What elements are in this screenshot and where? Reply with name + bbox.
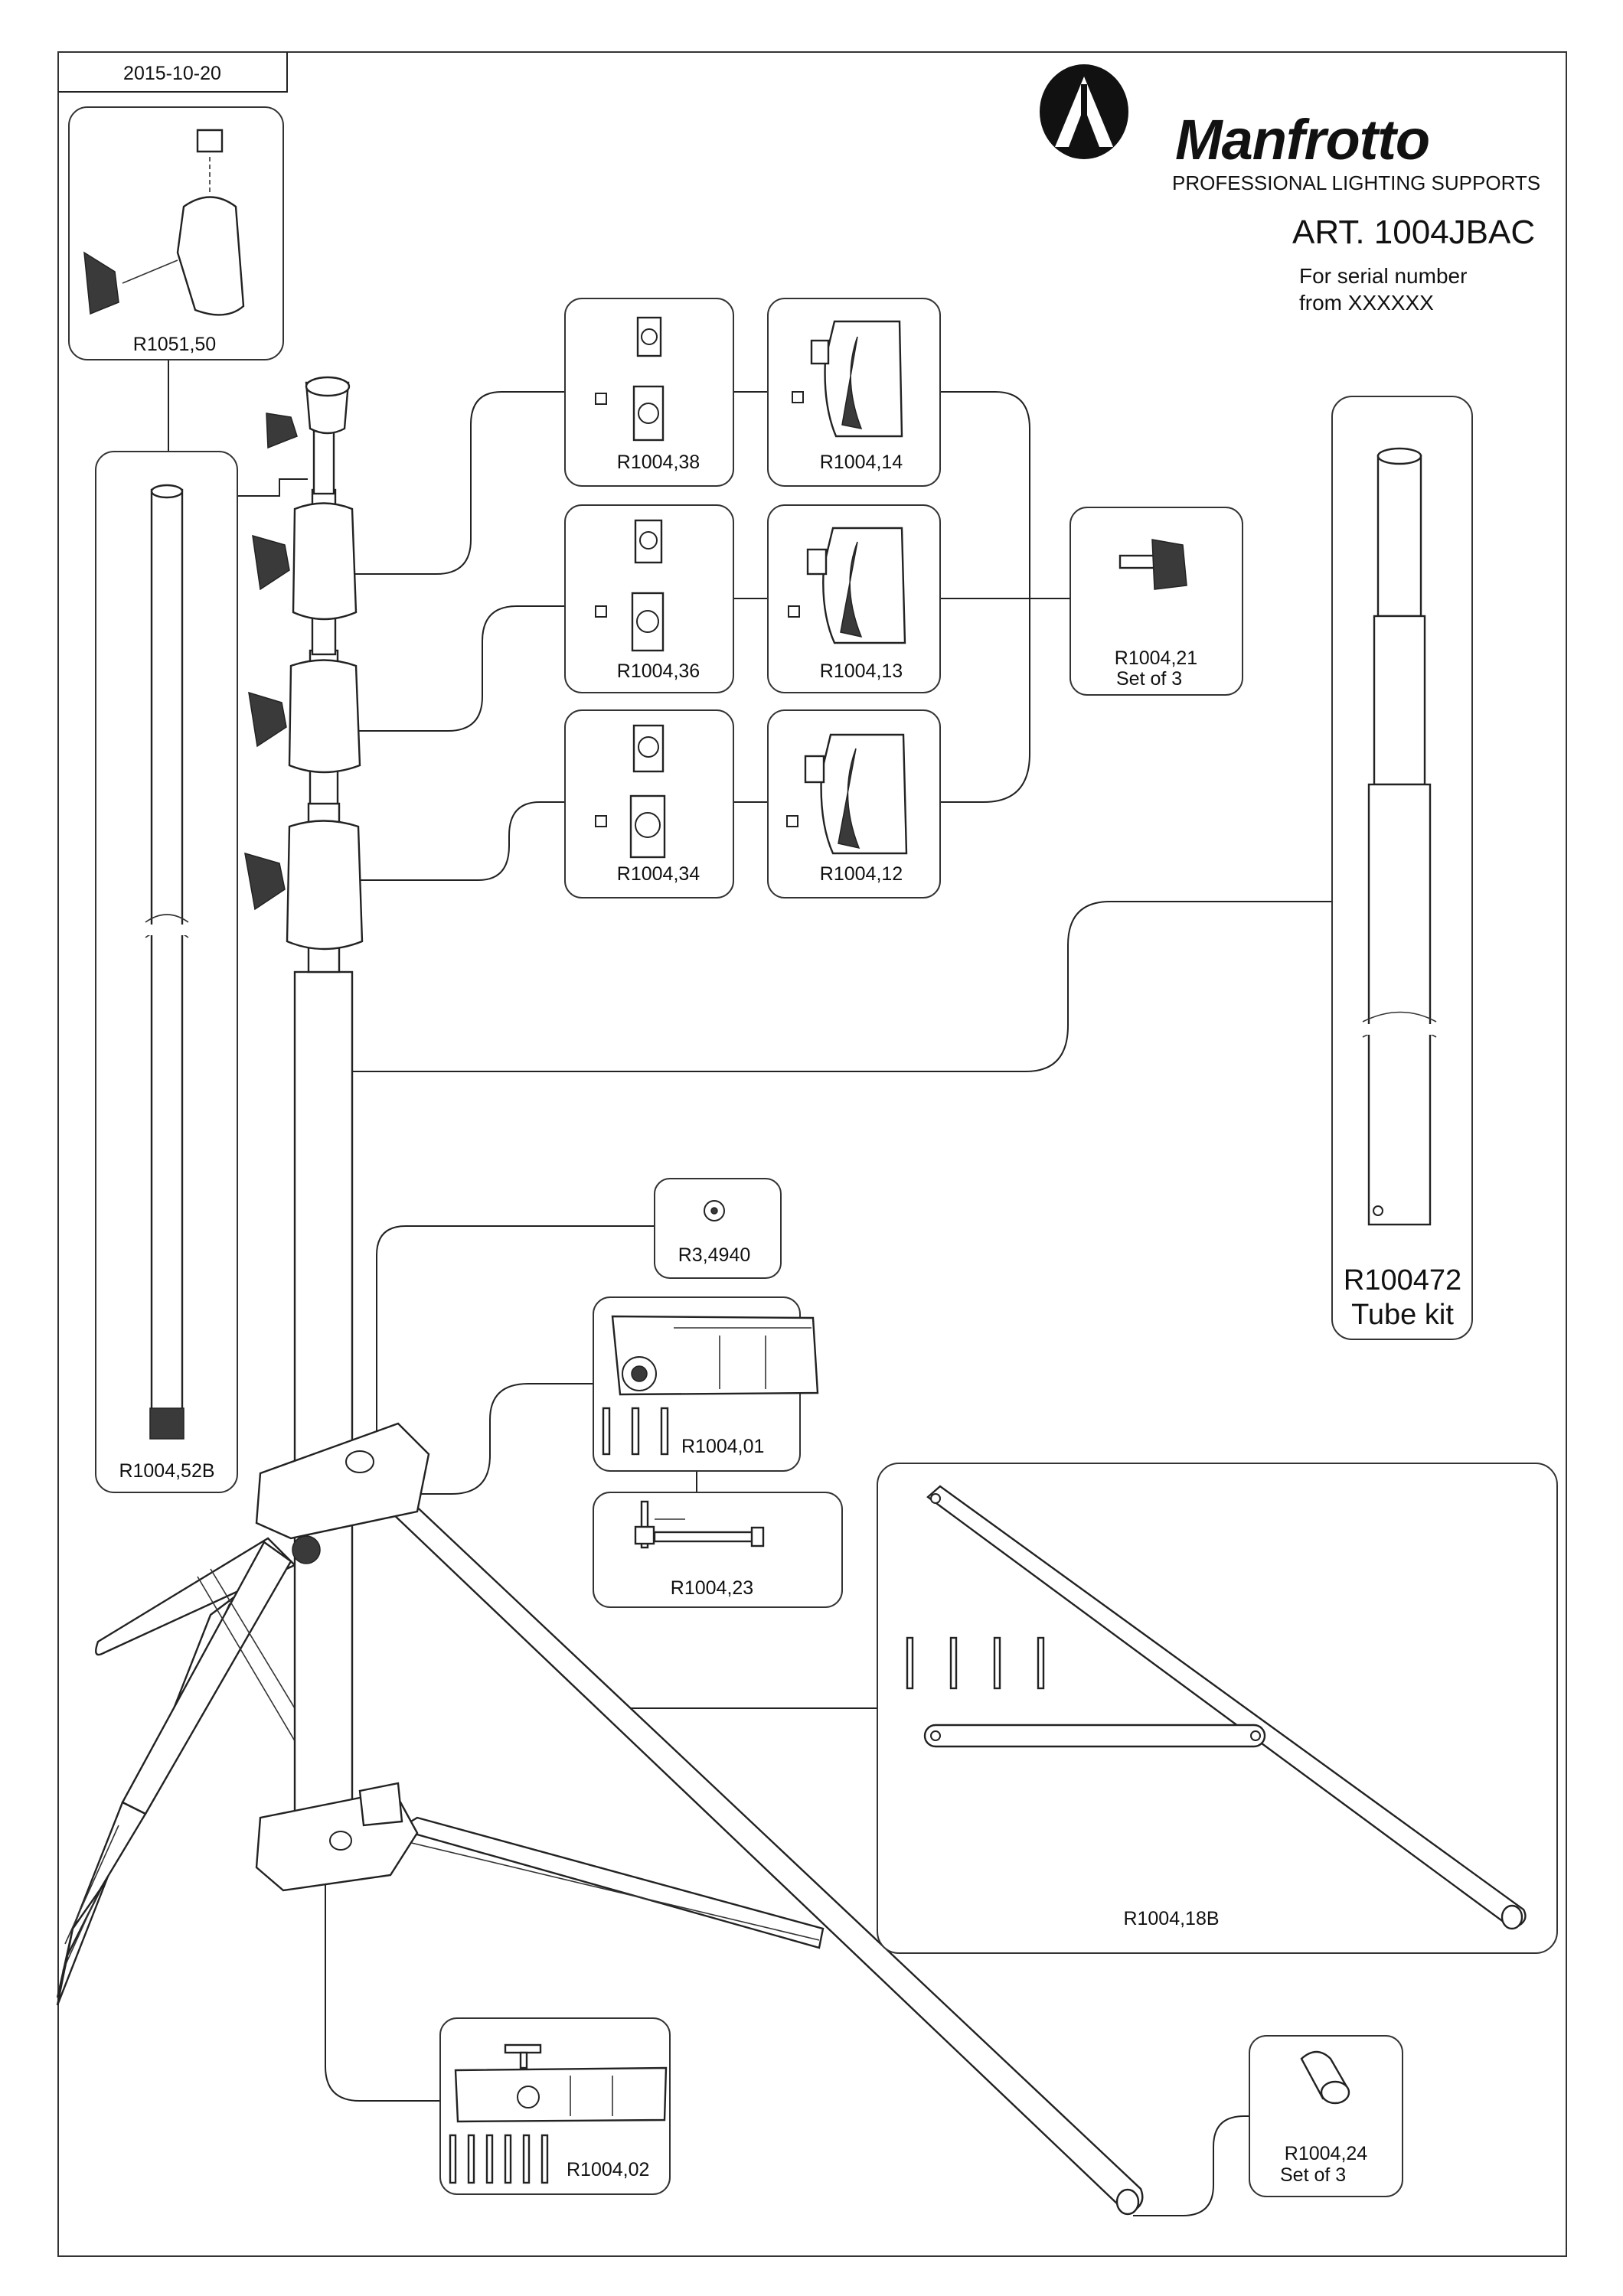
light-stand-illustration: [56, 376, 1144, 2216]
part-label-r1004-36: R1004,36: [617, 660, 700, 682]
part-box-r1004-36: R1004,36: [564, 504, 734, 693]
date-text: 2015-10-20: [123, 63, 221, 84]
part-box-r1004-14: R1004,14: [767, 298, 941, 487]
part-box-r1004-38: R1004,38: [564, 298, 734, 487]
part-box-r1004-21: R1004,21 Set of 3: [1069, 507, 1243, 696]
part-note-r1004-21: Set of 3: [1116, 668, 1182, 690]
part-label-r1004-13: R1004,13: [820, 660, 903, 682]
part-note-r1004-24: Set of 3: [1280, 2164, 1346, 2186]
brand-name: Manfrotto: [1175, 108, 1429, 171]
part-label-r1004-38: R1004,38: [617, 452, 700, 473]
part-box-r1004-12: R1004,12: [767, 709, 941, 899]
part-note-r100472: Tube kit: [1351, 1299, 1454, 1331]
part-box-r1004-52b: R1004,52B: [95, 451, 238, 1493]
serial-line-1: For serial number: [1299, 264, 1467, 288]
part-label-r1004-18b: R1004,18B: [1123, 1908, 1219, 1929]
part-box-r1004-13: R1004,13: [767, 504, 941, 693]
part-box-r1004-18b: R1004,18B: [877, 1463, 1558, 1954]
leader-lines: [168, 360, 1332, 2216]
part-label-r1004-34: R1004,34: [617, 863, 700, 885]
part-label-r1051-50: R1051,50: [133, 334, 216, 355]
part-box-r1004-34: R1004,34: [564, 709, 734, 899]
serial-line-2: from XXXXXX: [1299, 291, 1434, 315]
part-box-r1051-50: R1051,50: [68, 106, 284, 360]
part-box-r3-4940: R3,4940: [654, 1178, 782, 1279]
manfrotto-logo: Manfrotto: [1040, 64, 1430, 171]
part-label-r3-4940: R3,4940: [678, 1244, 751, 1266]
part-label-r1004-14: R1004,14: [820, 452, 903, 473]
part-box-r1004-02: R1004,02: [439, 2017, 671, 2195]
brand-tagline: PROFESSIONAL LIGHTING SUPPORTS: [1172, 171, 1540, 194]
part-box-r1004-24: R1004,24 Set of 3: [1249, 2035, 1403, 2197]
part-label-r100472: R100472: [1344, 1264, 1461, 1296]
part-box-r100472: R100472 Tube kit: [1331, 396, 1473, 1340]
part-label-r1004-01: R1004,01: [681, 1436, 764, 1457]
part-label-r1004-24: R1004,24: [1285, 2143, 1368, 2164]
part-label-r1004-12: R1004,12: [820, 863, 903, 885]
article-number: ART. 1004JBAC: [1292, 214, 1535, 251]
part-label-r1004-02: R1004,02: [567, 2159, 649, 2180]
part-box-r1004-01: R1004,01: [593, 1296, 819, 1472]
part-box-r1004-23: R1004,23: [593, 1492, 843, 1608]
date-box: 2015-10-20: [58, 52, 288, 93]
part-label-r1004-21: R1004,21: [1115, 647, 1197, 669]
part-label-r1004-23: R1004,23: [671, 1577, 753, 1599]
part-label-r1004-52b: R1004,52B: [119, 1460, 214, 1482]
page-frame: [57, 51, 1567, 2257]
